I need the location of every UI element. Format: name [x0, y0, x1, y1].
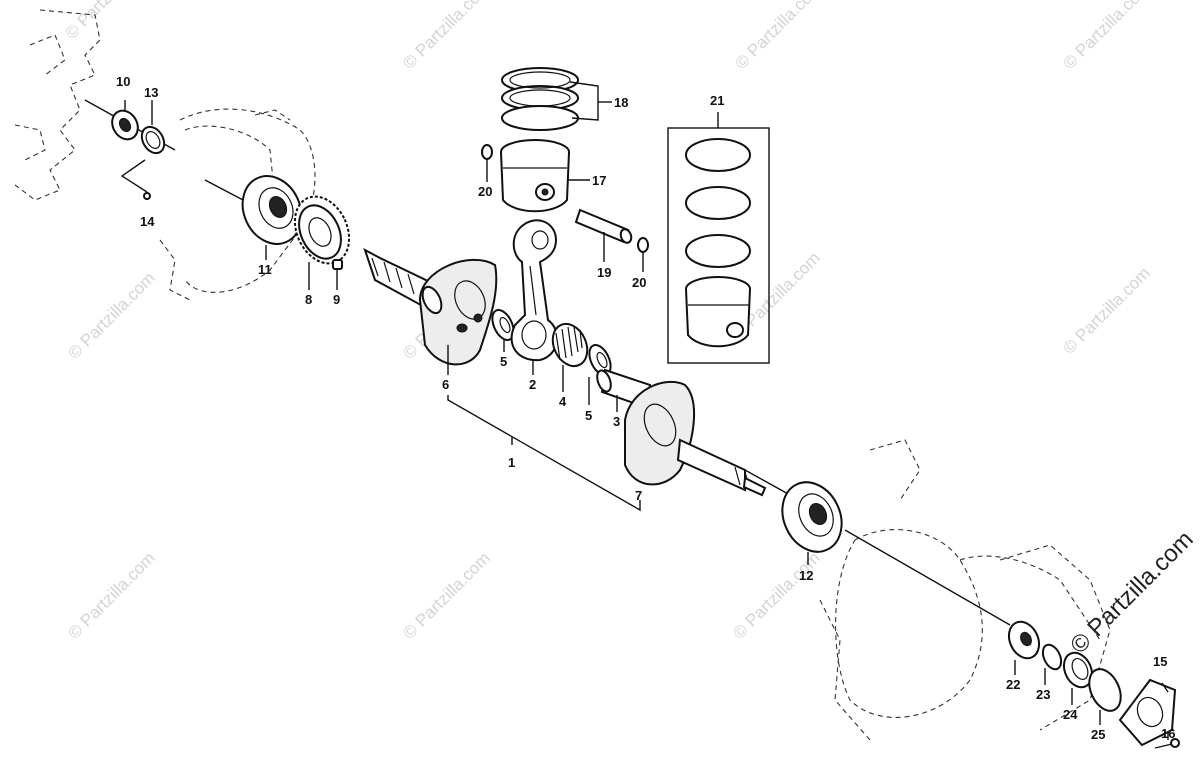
crankshaft-left-half	[363, 247, 498, 366]
leader-lines	[124, 100, 1169, 740]
watermark: © Partzilla.com	[64, 548, 158, 642]
callout-label: 14	[140, 214, 155, 229]
cover-plate-part-15	[1118, 678, 1177, 747]
callout-label: 24	[1063, 707, 1078, 722]
callout-label: 13	[144, 85, 158, 100]
callout-labels: 1 2 3 4 5 5 6 7 8 9 10 11 12 13 14 15 16…	[116, 74, 1175, 742]
callout-label: 22	[1006, 677, 1020, 692]
callout-label: 18	[614, 95, 628, 110]
crankcase-left-outline	[14, 9, 316, 301]
watermark: © Partzilla.com	[1059, 263, 1153, 357]
callout-label: 20	[632, 275, 646, 290]
callout-label: 11	[258, 262, 272, 277]
assembly-bracket-part-1	[447, 395, 641, 512]
thrust-washer-part-5-left	[491, 309, 515, 341]
callout-label: 1	[508, 455, 515, 470]
callout-label: 15	[1153, 654, 1167, 669]
watermark: © Partzilla.com	[731, 0, 825, 73]
callout-label: 16	[1161, 726, 1175, 741]
piston-kit-box-part-21	[667, 112, 770, 364]
oil-seal-part-24	[1062, 651, 1094, 689]
callout-label: 5	[585, 408, 592, 423]
callout-label: 20	[478, 184, 492, 199]
circlip-part-13	[140, 125, 166, 155]
callout-label: 19	[597, 265, 611, 280]
crankshaft-right-half	[624, 380, 767, 497]
watermark-large: © Partzilla.com	[1065, 526, 1198, 659]
callout-label: 7	[635, 488, 642, 503]
piston-pin-part-19	[574, 208, 633, 262]
bearing-part-11	[241, 175, 303, 245]
watermark: © Partzilla.com	[729, 548, 823, 642]
callout-label: 6	[442, 377, 449, 392]
o-ring-part-25	[1088, 668, 1122, 712]
callout-label: 23	[1036, 687, 1050, 702]
watermark: © Partzilla.com	[399, 548, 493, 642]
bearing-part-12	[781, 481, 843, 553]
circlip-part-20-lower	[637, 237, 649, 272]
callout-label: 5	[500, 354, 507, 369]
connecting-rod-part-2	[510, 219, 558, 362]
watermark: © Partzilla.com	[61, 0, 155, 43]
circlip-part-23	[1041, 643, 1063, 671]
bearing-part-22	[1007, 620, 1041, 660]
callout-label: 12	[799, 568, 813, 583]
watermark: © Partzilla.com	[64, 268, 158, 362]
watermark: © Partzilla.com	[399, 0, 493, 73]
callout-label: 17	[592, 173, 606, 188]
gear-part-8	[293, 195, 351, 265]
callout-label: 2	[529, 377, 536, 392]
callout-label: 8	[305, 292, 312, 307]
circlip-part-20-upper	[481, 144, 493, 182]
callout-label: 3	[613, 414, 620, 429]
watermark: © Partzilla.com	[1059, 0, 1153, 73]
piston-part-17	[500, 139, 590, 213]
screw-part-16	[1154, 738, 1180, 749]
bearing-part-10	[111, 109, 139, 141]
callout-label: 21	[710, 93, 724, 108]
screw-part-14	[120, 159, 151, 200]
piston-rings-part-18	[501, 67, 612, 131]
callout-label: 4	[559, 394, 567, 409]
callout-label: 10	[116, 74, 130, 89]
watermark-layer: © Partzilla.com © Partzilla.com © Partzi…	[61, 0, 1198, 659]
needle-bearing-part-4	[551, 322, 589, 368]
key-part-9	[332, 259, 343, 270]
callout-label: 25	[1091, 727, 1105, 742]
crankcase-right-outline	[819, 439, 1111, 741]
callout-label: 9	[333, 292, 340, 307]
